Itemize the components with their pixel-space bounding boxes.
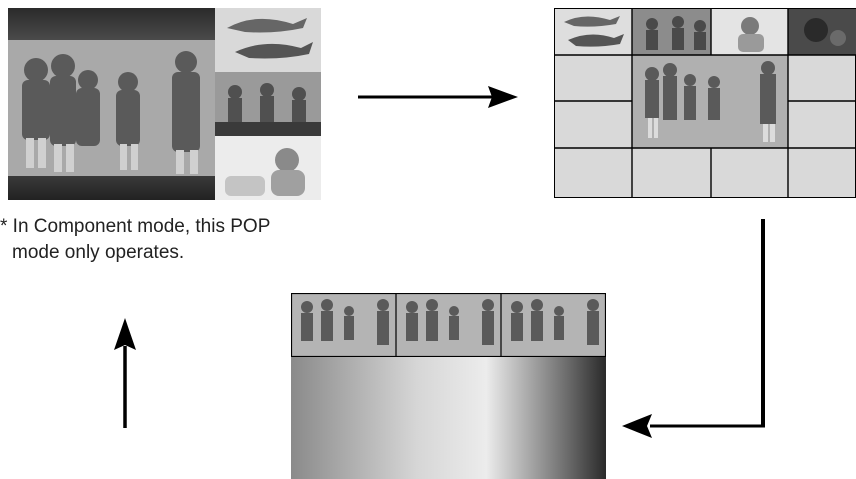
component-mode-note: * In Component mode, this POP mode only …: [0, 214, 360, 266]
main-picture-children: [8, 40, 215, 176]
dolphins-image: [215, 8, 321, 72]
main-picture-letterbox-top: [8, 8, 215, 40]
pop-mode-screen: [8, 8, 321, 200]
main-picture-letterbox-bottom: [8, 176, 215, 200]
pip-grid-screen: [554, 8, 856, 198]
twin-strip-screen: [291, 293, 606, 479]
arrow-left-up-icon: [114, 318, 262, 428]
kids-image: [215, 72, 321, 136]
baby-image: [215, 136, 321, 200]
note-line-2: mode only operates.: [12, 242, 185, 263]
arrow-right-icon: [358, 86, 518, 108]
arrow-down-left-icon: [622, 219, 765, 438]
sub-picture-kids: [215, 72, 321, 136]
sub-picture-baby: [215, 136, 321, 200]
pip-grid-image: [555, 9, 856, 198]
strip-thumbnails: [291, 293, 606, 357]
children-image: [8, 40, 215, 176]
sub-picture-dolphins: [215, 8, 321, 72]
note-line-1: * In Component mode, this POP: [0, 216, 271, 237]
